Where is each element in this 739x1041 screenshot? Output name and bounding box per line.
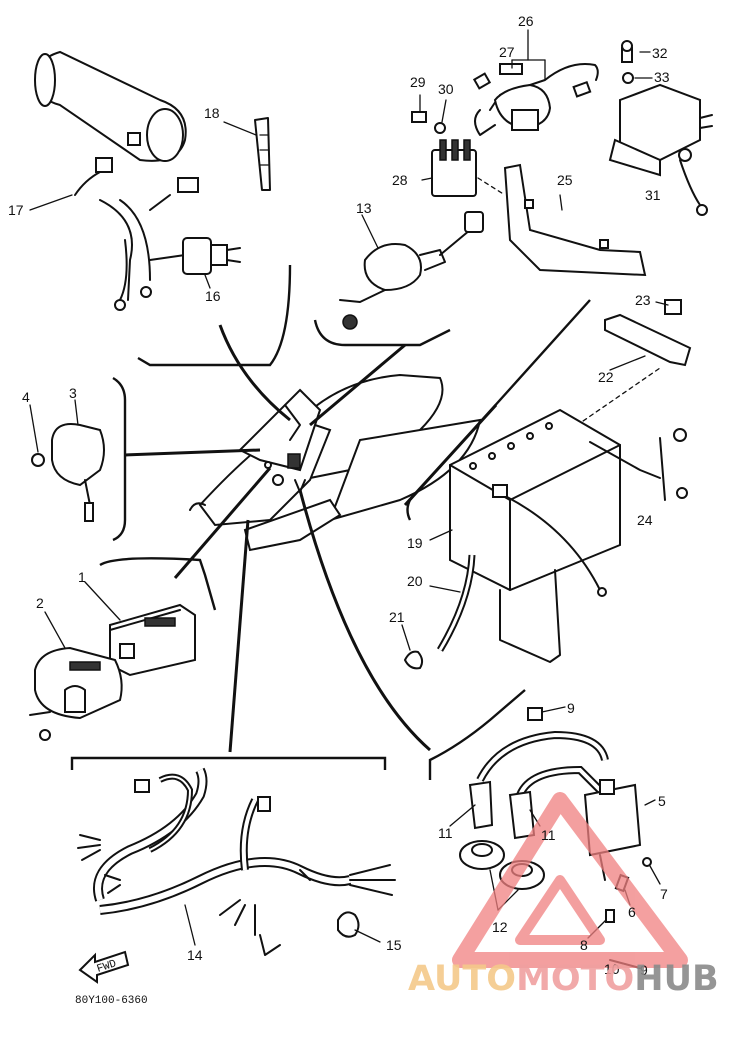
wire-clamp bbox=[337, 911, 381, 943]
callout-26: 26 bbox=[518, 13, 534, 29]
callout-33: 33 bbox=[654, 69, 670, 85]
callout-7: 7 bbox=[660, 886, 668, 902]
fwd-arrow-label: FWD bbox=[96, 958, 119, 976]
flasher-relay bbox=[29, 399, 105, 522]
connector-9 bbox=[527, 706, 566, 721]
frame-and-seat bbox=[189, 373, 482, 552]
callout-4: 4 bbox=[22, 389, 30, 405]
watermark-part-b: MOTO bbox=[516, 959, 634, 999]
group-bracket-battery bbox=[406, 299, 591, 521]
group-bracket-ignition bbox=[428, 689, 526, 780]
igniter-holder bbox=[29, 611, 123, 741]
callout-labels: 1 2 3 4 5 6 7 8 9 9 10 11 11 12 13 14 15… bbox=[8, 13, 670, 1007]
callout-3: 3 bbox=[69, 385, 77, 401]
ignition-coil bbox=[449, 730, 661, 885]
callout-28: 28 bbox=[392, 172, 408, 188]
callout-11a: 11 bbox=[438, 825, 453, 841]
callout-6: 6 bbox=[628, 904, 636, 920]
relay-bracket bbox=[503, 163, 647, 277]
battery-box-outline bbox=[499, 569, 561, 663]
watermark-part-a: AUTO bbox=[408, 959, 516, 999]
breather-hose bbox=[401, 554, 476, 670]
handlebar-grip bbox=[34, 50, 187, 162]
starter-relay bbox=[608, 40, 713, 216]
starter-cable bbox=[339, 211, 484, 330]
callout-22: 22 bbox=[598, 369, 614, 385]
group-bracket-starter bbox=[313, 319, 451, 347]
callout-20: 20 bbox=[407, 573, 423, 589]
callout-16: 16 bbox=[205, 288, 221, 304]
callout-23: 23 bbox=[635, 292, 651, 308]
terminal-block bbox=[411, 94, 477, 197]
callout-17: 17 bbox=[8, 202, 24, 218]
callout-15: 15 bbox=[386, 937, 402, 953]
callout-9a: 9 bbox=[567, 700, 575, 716]
group-bracket-handlebar bbox=[137, 264, 292, 367]
handlebar-switch-wiring bbox=[29, 157, 241, 311]
callout-13: 13 bbox=[356, 200, 372, 216]
callout-1: 1 bbox=[78, 569, 86, 585]
diagram-code: 80Y100-6360 bbox=[75, 995, 148, 1007]
group-bracket-harness bbox=[70, 756, 387, 770]
callout-27: 27 bbox=[499, 44, 515, 60]
callout-2: 2 bbox=[36, 595, 44, 611]
callout-9b: 9 bbox=[640, 962, 648, 978]
battery bbox=[429, 408, 688, 597]
group-bracket-3-4 bbox=[112, 376, 127, 542]
battery-band bbox=[604, 299, 692, 371]
callout-10: 10 bbox=[604, 961, 620, 977]
callout-21: 21 bbox=[389, 609, 405, 625]
callout-30: 30 bbox=[438, 81, 454, 97]
callout-8: 8 bbox=[580, 937, 588, 953]
group-bracket-1-2 bbox=[99, 557, 217, 611]
watermark-triangle bbox=[452, 792, 688, 968]
fuse-holder bbox=[472, 29, 599, 136]
callout-11b: 11 bbox=[541, 827, 556, 843]
callout-19: 19 bbox=[407, 535, 423, 551]
callout-29: 29 bbox=[410, 74, 426, 90]
front-arrow bbox=[78, 950, 130, 984]
band-strap bbox=[223, 117, 271, 191]
callout-14: 14 bbox=[187, 947, 203, 963]
callout-31: 31 bbox=[645, 187, 661, 203]
watermark-part-c: HUB bbox=[634, 959, 718, 999]
dashed-guide bbox=[477, 177, 506, 196]
dashed-guide-battery bbox=[569, 367, 661, 431]
igniter-box bbox=[84, 581, 196, 677]
callout-5: 5 bbox=[658, 793, 666, 809]
callout-18: 18 bbox=[204, 105, 220, 121]
wire-harness bbox=[77, 767, 396, 956]
callout-32: 32 bbox=[652, 45, 668, 61]
watermark-text: AUTOMOTOHUB bbox=[408, 959, 719, 999]
callout-12: 12 bbox=[492, 919, 508, 935]
callout-25: 25 bbox=[557, 172, 573, 188]
callout-24: 24 bbox=[637, 512, 653, 528]
